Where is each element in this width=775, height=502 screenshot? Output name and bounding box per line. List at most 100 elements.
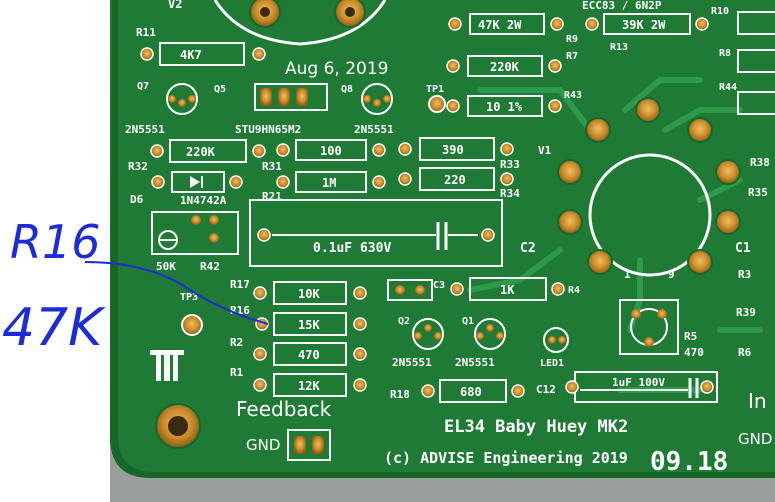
annotation-arrow — [84, 261, 269, 325]
pad — [448, 17, 462, 31]
ref-r38: R38 — [750, 156, 770, 169]
r9-outline — [469, 13, 545, 35]
c12-value: 1uF 100V — [612, 376, 665, 389]
q5-type: STU9HN65M2 — [235, 123, 301, 136]
pad — [657, 309, 667, 319]
r31-outline — [295, 139, 367, 161]
q8-outline — [361, 83, 393, 115]
ref-r1: R1 — [230, 366, 244, 379]
gnd-left-label: GND — [246, 436, 280, 454]
pad — [296, 88, 308, 106]
pad — [209, 215, 219, 225]
ref-q2: Q2 — [398, 316, 410, 327]
q5-outline — [254, 83, 328, 111]
handwritten-value: 47K — [2, 298, 106, 358]
diode-symbol — [190, 176, 200, 188]
pad — [434, 332, 442, 340]
ref-r33: R33 — [500, 158, 520, 171]
pad — [150, 144, 164, 158]
pad — [414, 332, 422, 340]
date-stamp: 09.18 — [650, 447, 728, 477]
pad — [644, 337, 654, 347]
d6-type: 1N4742A — [180, 194, 227, 207]
r10-outline — [737, 11, 775, 35]
q1-outline — [474, 318, 506, 350]
mounting-hole-center — [168, 416, 188, 436]
pad — [209, 233, 219, 243]
pad — [500, 142, 514, 156]
pad — [188, 95, 196, 103]
q1-type: 2N5551 — [455, 356, 495, 369]
c2-outline — [249, 199, 503, 267]
q2-type: 2N5551 — [392, 356, 432, 369]
gnd-right-label: GND — [738, 430, 772, 448]
pad — [415, 285, 425, 295]
pad — [631, 309, 641, 319]
v2-socket — [213, 0, 387, 46]
r31-value: 100 — [320, 144, 342, 158]
pad — [353, 286, 367, 300]
pad — [421, 384, 435, 398]
gnd-header — [287, 429, 331, 461]
pad — [257, 228, 271, 242]
r4-outline — [469, 277, 547, 301]
pad — [450, 282, 464, 296]
ref-r21: R21 — [262, 190, 282, 203]
ref-r9: R9 — [566, 34, 578, 45]
r1-outline — [273, 373, 347, 397]
pad — [551, 282, 565, 296]
r7-outline — [467, 55, 543, 77]
ref-v2: V2 — [168, 0, 182, 11]
q7-type: 2N5551 — [125, 123, 165, 136]
pad — [548, 336, 556, 344]
v1-pins — [557, 97, 741, 275]
ref-v1: V1 — [538, 144, 552, 157]
tp3-pad — [181, 314, 203, 336]
r44-outline — [737, 91, 775, 115]
tp1-pad — [428, 95, 446, 113]
r21-outline — [295, 171, 367, 193]
pad — [312, 436, 324, 454]
ref-led1: LED1 — [540, 358, 564, 369]
pad — [372, 175, 386, 189]
ref-r39: R39 — [736, 306, 756, 319]
pad — [550, 17, 564, 31]
r34-value: 220 — [444, 173, 466, 187]
ref-r11: R11 — [136, 26, 156, 39]
pad — [353, 378, 367, 392]
tube-label: ECC83 / 6N2P — [582, 0, 662, 12]
pot-knob — [158, 230, 178, 250]
r2-value: 470 — [298, 348, 320, 362]
pad — [140, 47, 154, 61]
pad — [372, 143, 386, 157]
pot-outline — [151, 211, 239, 255]
ref-r13: R13 — [610, 42, 628, 53]
ref-q5: Q5 — [214, 84, 226, 95]
ref-tp1: TP1 — [426, 84, 444, 95]
r17-value: 10K — [298, 287, 320, 301]
pad — [486, 324, 494, 332]
board-date: Aug 6, 2019 — [285, 59, 389, 79]
ref-r32: R32 — [128, 160, 148, 173]
pad — [446, 99, 460, 113]
r43-value: 10 1% — [486, 100, 523, 114]
r4-value: 1K — [500, 283, 515, 297]
ref-r44: R44 — [719, 82, 737, 93]
pad — [260, 88, 272, 106]
ref-d6: D6 — [130, 193, 144, 206]
pad — [191, 215, 201, 225]
ref-q7: Q7 — [137, 81, 149, 92]
pad — [496, 332, 504, 340]
pad — [294, 436, 306, 454]
advise-logo — [150, 350, 184, 381]
q7-outline — [166, 83, 198, 115]
in-label: In — [748, 389, 767, 413]
feedback-label: Feedback — [236, 397, 332, 421]
pad — [363, 95, 371, 103]
r5-value: 470 — [684, 346, 704, 359]
pad — [585, 17, 599, 31]
pad — [353, 347, 367, 361]
pad — [253, 347, 267, 361]
r11-outline — [159, 42, 245, 66]
